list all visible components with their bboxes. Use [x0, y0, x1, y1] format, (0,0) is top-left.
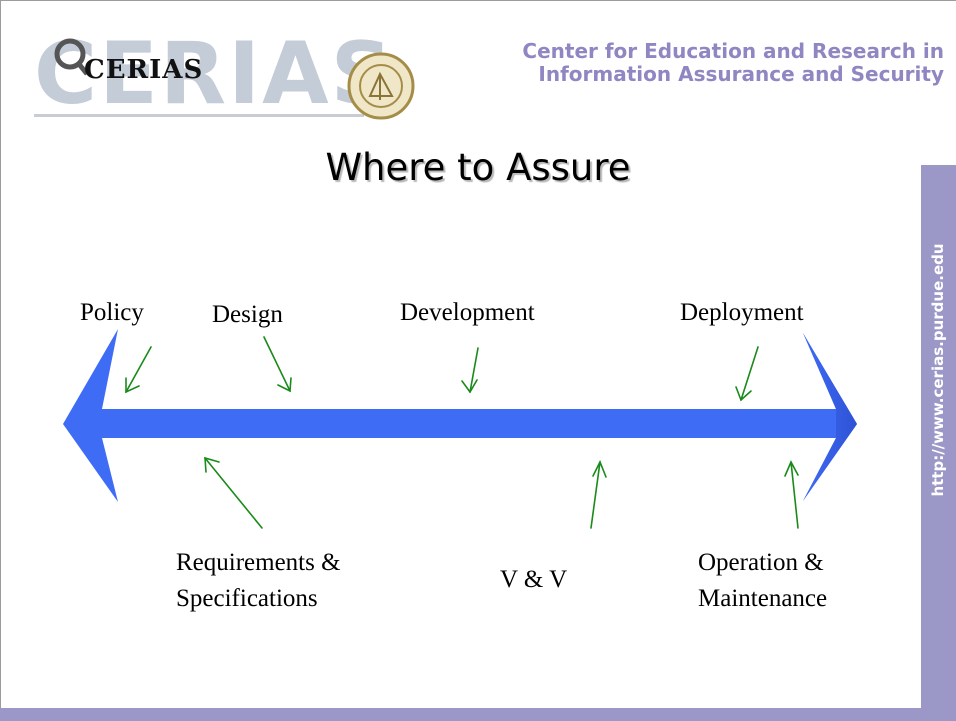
stage-requirements-line2: Specifications: [176, 585, 318, 612]
lifecycle-arrow-shading: [803, 333, 857, 501]
stage-deployment: Deployment: [680, 299, 804, 326]
logo-text: CERIAS: [84, 55, 204, 85]
cerias-logo: CERIAS CERIAS: [34, 22, 415, 126]
stage-operation-line1: Operation &: [698, 549, 824, 576]
top-border: [0, 0, 956, 1]
center-name-line1: Center for Education and Research in: [522, 39, 944, 63]
pointer-design: [263, 336, 292, 393]
left-border: [0, 0, 1, 721]
stage-requirements-line1: Requirements &: [176, 549, 341, 576]
pointer-deployment: [735, 346, 759, 402]
slide-title: Where to Assure: [325, 146, 631, 189]
center-name-line2: Information Assurance and Security: [538, 62, 944, 86]
center-name-header: Center for Education and Research in Inf…: [424, 40, 944, 86]
lifecycle-double-arrow: [63, 329, 857, 502]
pointer-policy: [125, 346, 152, 394]
purdue-seal-icon: [347, 52, 415, 120]
pointer-development: [461, 347, 479, 394]
sidebar-band: [921, 165, 956, 713]
magnifier-icon: [54, 38, 89, 76]
pointer-vv: [590, 460, 607, 529]
stage-vv: V & V: [500, 566, 567, 593]
logo-underline: [34, 114, 364, 117]
logo-watermark-text: CERIAS: [34, 24, 395, 124]
bottom-band: [0, 708, 956, 721]
stage-operation-line2: Maintenance: [698, 585, 827, 612]
stage-policy: Policy: [80, 299, 144, 326]
stage-development: Development: [400, 299, 535, 326]
pointer-requirements: [204, 456, 263, 529]
stage-design: Design: [212, 301, 283, 328]
pointer-operation: [784, 460, 799, 529]
